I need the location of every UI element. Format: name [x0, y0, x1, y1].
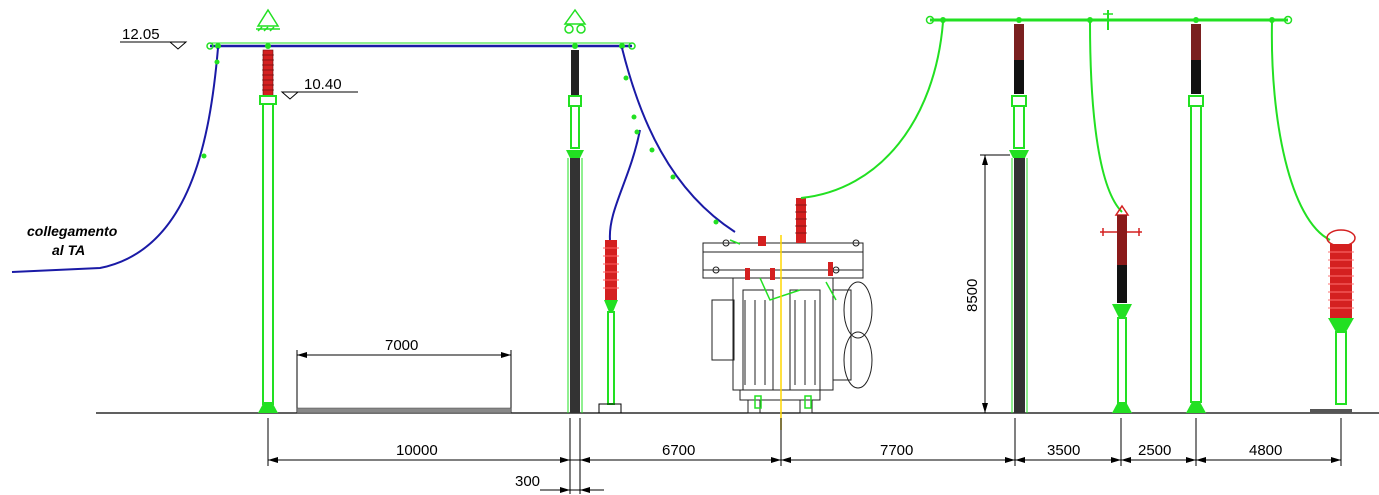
left-busbar	[206, 42, 636, 50]
current-transformer-device	[1100, 204, 1142, 413]
dim-6700-text: 6700	[662, 442, 695, 459]
level-10-40-text: 10.40	[304, 76, 342, 93]
post-insulator-right	[1186, 24, 1206, 413]
dim-7000-text: 7000	[385, 337, 418, 354]
transformer-bushing-lv	[758, 236, 766, 246]
right-busbar	[925, 10, 1293, 30]
lattice-tower-right	[1009, 24, 1029, 413]
power-transformer	[702, 239, 873, 414]
dim-7700-text: 7700	[880, 442, 913, 459]
dimension-arrows	[268, 457, 1341, 493]
level-12-05-text: 12.05	[122, 26, 160, 43]
dim-4800-text: 4800	[1249, 442, 1282, 459]
blue-cable-to-arrester	[608, 129, 641, 241]
green-cable-to-right-arrester	[1270, 21, 1331, 241]
note-line2: al TA	[52, 242, 85, 258]
fixed-support-symbol	[256, 8, 280, 32]
left-portal-post	[258, 49, 278, 413]
transformer-bushing-hv	[795, 198, 807, 243]
surge-arrester-right	[1310, 229, 1356, 413]
note-line1: collegamento	[27, 223, 118, 239]
cable-note: collegamento al TA	[27, 223, 118, 258]
green-cable-to-transformer	[800, 21, 944, 199]
level-12-05-marker: 12.05	[120, 26, 188, 50]
dimension-chain	[267, 418, 1342, 494]
blue-cable-to-ta	[11, 47, 219, 273]
green-cable-to-current-transformer	[1089, 21, 1123, 213]
transformer-green-details	[729, 239, 837, 409]
dim-8500-text: 8500	[964, 279, 981, 312]
roller-support-symbol	[563, 8, 587, 34]
level-10-40-marker: 10.40	[280, 76, 358, 100]
surge-arrester-left	[598, 240, 622, 414]
dimension-8500: 8500	[964, 154, 1010, 413]
dim-2500-text: 2500	[1138, 442, 1171, 459]
transformer-small-bushings	[745, 262, 833, 280]
blue-cable-to-transformer	[621, 47, 736, 233]
dim-300-text: 300	[515, 473, 540, 490]
dimension-7000: 7000	[296, 337, 512, 414]
dim-10000-text: 10000	[396, 442, 438, 459]
dim-3500-text: 3500	[1047, 442, 1080, 459]
lattice-tower-left	[566, 50, 584, 413]
